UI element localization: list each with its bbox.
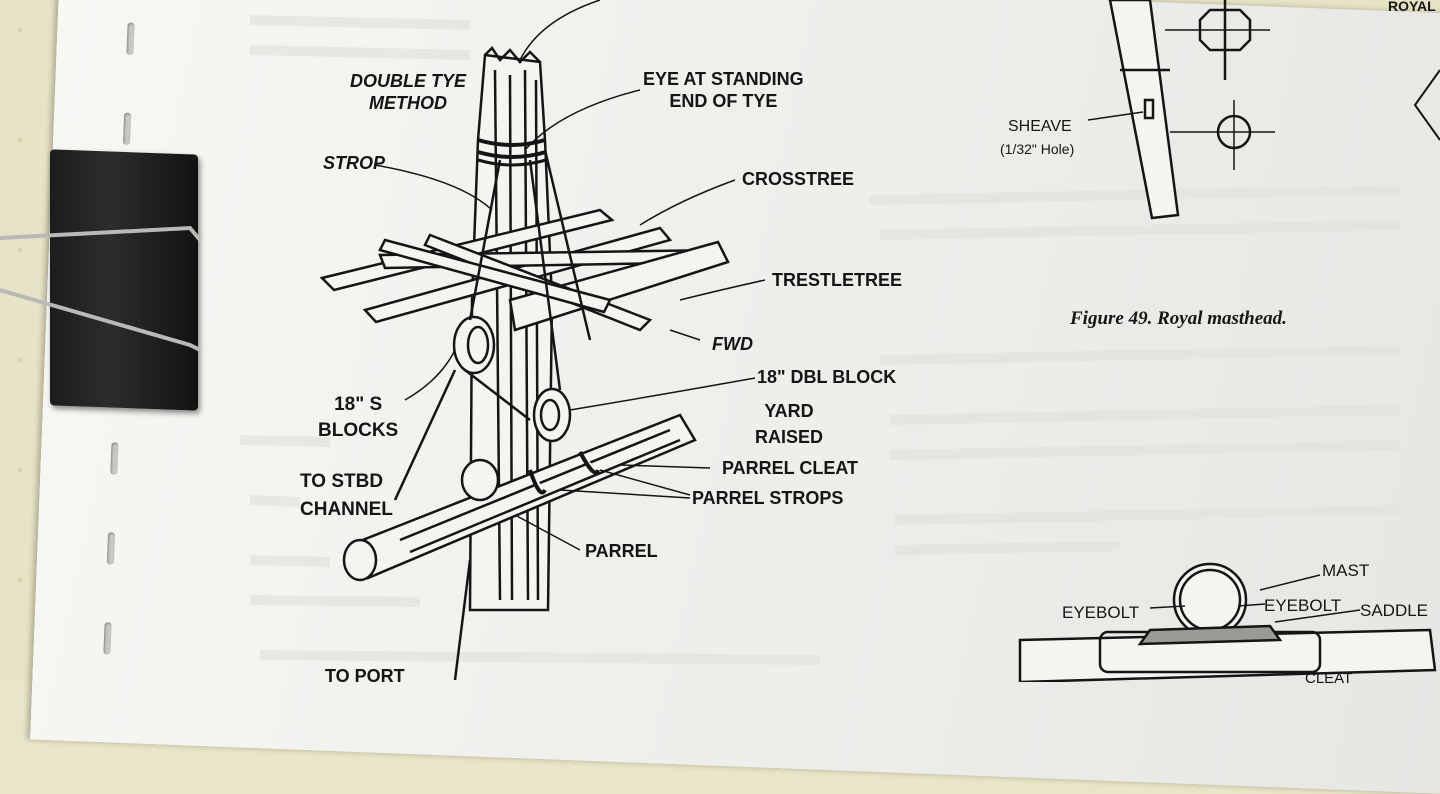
label-strop: STROP xyxy=(323,153,386,173)
royal-masthead-figure xyxy=(1087,0,1275,220)
label-crosstree: CROSSTREE xyxy=(742,169,855,189)
crosstrees xyxy=(319,208,730,332)
label-fwd: FWD xyxy=(712,334,753,354)
mast-section-figure xyxy=(1018,562,1437,682)
label-sheave: SHEAVE xyxy=(1008,118,1072,135)
leader-lines xyxy=(374,0,766,551)
blocks xyxy=(393,149,592,681)
label-to-stbd-channel: TO STBD CHANNEL xyxy=(300,471,393,520)
label-s-blocks: 18" S BLOCKS xyxy=(318,394,399,441)
label-saddle: SADDLE xyxy=(1360,601,1429,620)
label-to-port: TO PORT xyxy=(325,666,405,686)
label-parrel-strops: PARREL STROPS xyxy=(692,488,844,508)
label-yard-raised: YARD RAISED xyxy=(755,401,824,447)
label-double-tye-method: DOUBLE TYE METHOD xyxy=(350,71,467,113)
label-dbl-block: 18" DBL BLOCK xyxy=(757,367,897,387)
label-eye-standing-end: EYE AT STANDING END OF TYE xyxy=(643,69,804,111)
label-royal: ROYAL xyxy=(1388,0,1436,14)
label-trestletree: TRESTLETREE xyxy=(772,270,903,290)
label-eyebolt-left: EYEBOLT xyxy=(1062,603,1140,622)
label-parrel: PARREL xyxy=(585,541,658,561)
label-sheave-hole: (1/32" Hole) xyxy=(1000,141,1075,157)
figure-caption: Figure 49. Royal masthead. xyxy=(1070,308,1287,329)
label-eyebolt-right: EYEBOLT xyxy=(1264,596,1342,615)
moulding-shape xyxy=(1413,69,1440,141)
rigging-illustration xyxy=(239,0,1440,682)
label-cleat: CLEAT xyxy=(1305,670,1353,687)
yard xyxy=(342,413,697,582)
label-parrel-cleat: PARREL CLEAT xyxy=(722,458,859,478)
label-mast: MAST xyxy=(1322,561,1370,580)
binder-clip-wire xyxy=(0,225,202,352)
